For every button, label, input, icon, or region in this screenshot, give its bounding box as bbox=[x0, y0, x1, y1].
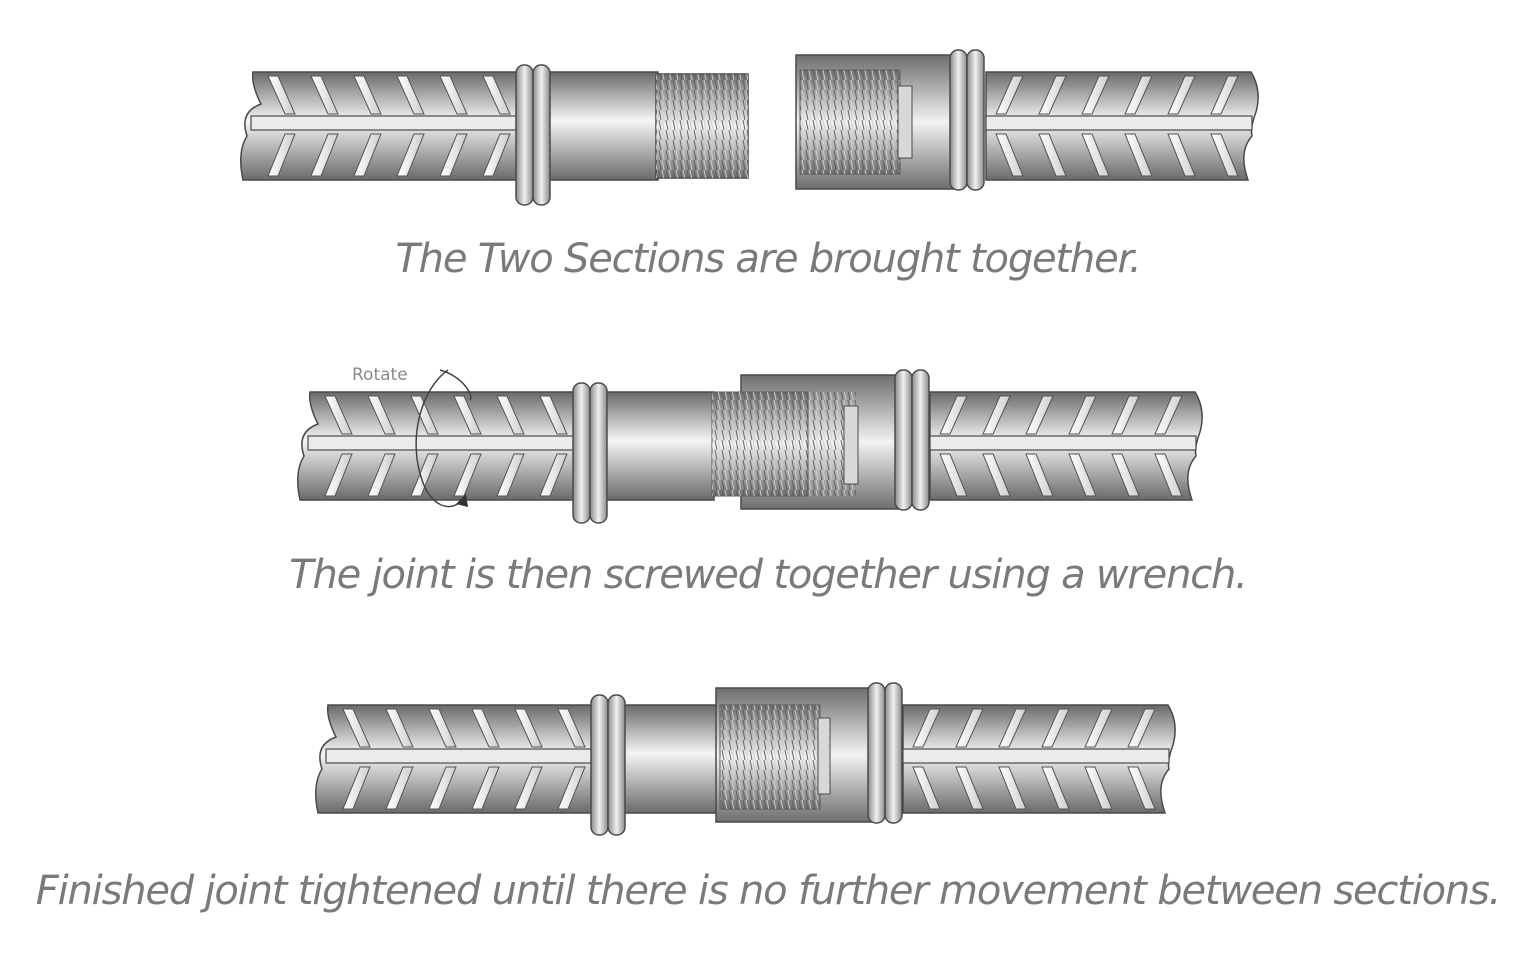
step1-male-bar bbox=[240, 64, 749, 206]
step2-caption: The joint is then screwed together using… bbox=[289, 552, 1248, 598]
step3-caption: Finished joint tightened until there is … bbox=[35, 868, 1502, 914]
step3-finished-joint bbox=[315, 682, 1176, 836]
rotate-arrow-icon: Rotate bbox=[352, 365, 472, 508]
step1-caption: The Two Sections are brought together. bbox=[395, 236, 1141, 282]
step2-rotating-bar bbox=[297, 382, 715, 524]
step2-coupler-and-bar bbox=[711, 369, 1203, 511]
rotate-label: Rotate bbox=[352, 365, 408, 385]
step1-female-coupler-bar bbox=[795, 49, 1259, 191]
